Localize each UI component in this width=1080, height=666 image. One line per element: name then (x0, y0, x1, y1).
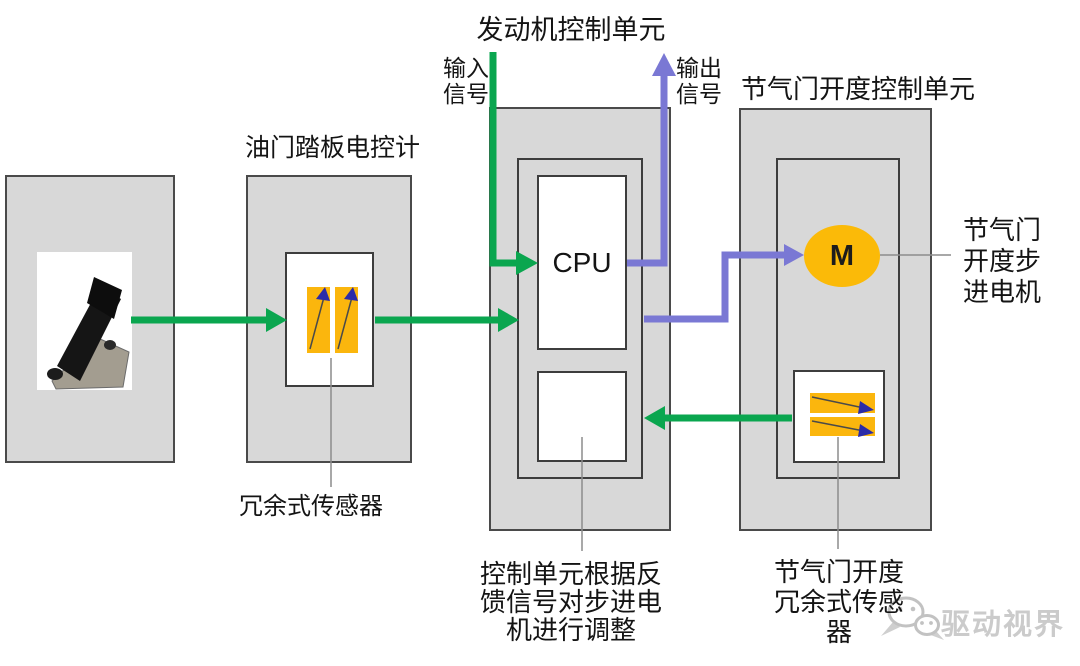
output-signal-label-line1: 输出 (676, 55, 722, 81)
input-signal-label-line2: 信号 (443, 81, 489, 107)
pedal-unit-title: 油门踏板电控计 (245, 134, 421, 162)
output-signal-label: 输出 信号 (676, 55, 722, 107)
cpu-box (537, 175, 627, 350)
throttle-unit-title: 节气门开度控制单元 (741, 74, 976, 104)
throttle-sensor-element-2 (810, 417, 875, 436)
output-signal-arrowhead-icon (652, 53, 676, 76)
cpu-label: CPU (552, 247, 612, 278)
input-signal-label: 输入 信号 (420, 55, 489, 107)
stepper-motor-circle: M (804, 225, 880, 287)
output-signal-label-line2: 信号 (676, 81, 722, 107)
engine-ecu-title: 发动机控制单元 (476, 15, 666, 45)
throttle-sensor-inner-box (793, 370, 885, 463)
feedback-note: 控制单元根据反 馈信号对步进电 机进行调整 (462, 560, 680, 644)
feedback-note-line2: 馈信号对步进电 (479, 587, 662, 617)
throttle-sensor-label-line1: 节气门开度 (773, 557, 904, 587)
throttle-sensor-label-line3: 器 (825, 617, 852, 647)
throttle-sensor-label-line2: 冗余式传感 (773, 587, 904, 617)
watermark-text: 驱动视界 (941, 609, 1066, 641)
stepper-motor-label-line2: 开度步 (963, 246, 1042, 276)
stepper-motor-label-line1: 节气门 (963, 215, 1042, 245)
feedback-box (537, 371, 627, 462)
input-signal-label-line1: 输入 (443, 55, 489, 81)
motor-label: M (829, 239, 855, 272)
pedal-sensor-element-1 (307, 287, 330, 353)
feedback-note-line3: 机进行调整 (505, 615, 636, 645)
throttle-sensor-label: 节气门开度 冗余式传感 器 (757, 557, 921, 647)
pedal-sensor-element-2 (335, 287, 358, 353)
feedback-note-line1: 控制单元根据反 (479, 559, 662, 589)
throttle-sensor-element-1 (810, 393, 875, 413)
stepper-motor-label: 节气门 开度步 进电机 (963, 215, 1041, 308)
stepper-motor-label-line3: 进电机 (963, 277, 1042, 307)
pedal-photo-panel (37, 252, 132, 390)
pedal-sensor-label: 冗余式传感器 (239, 493, 383, 520)
